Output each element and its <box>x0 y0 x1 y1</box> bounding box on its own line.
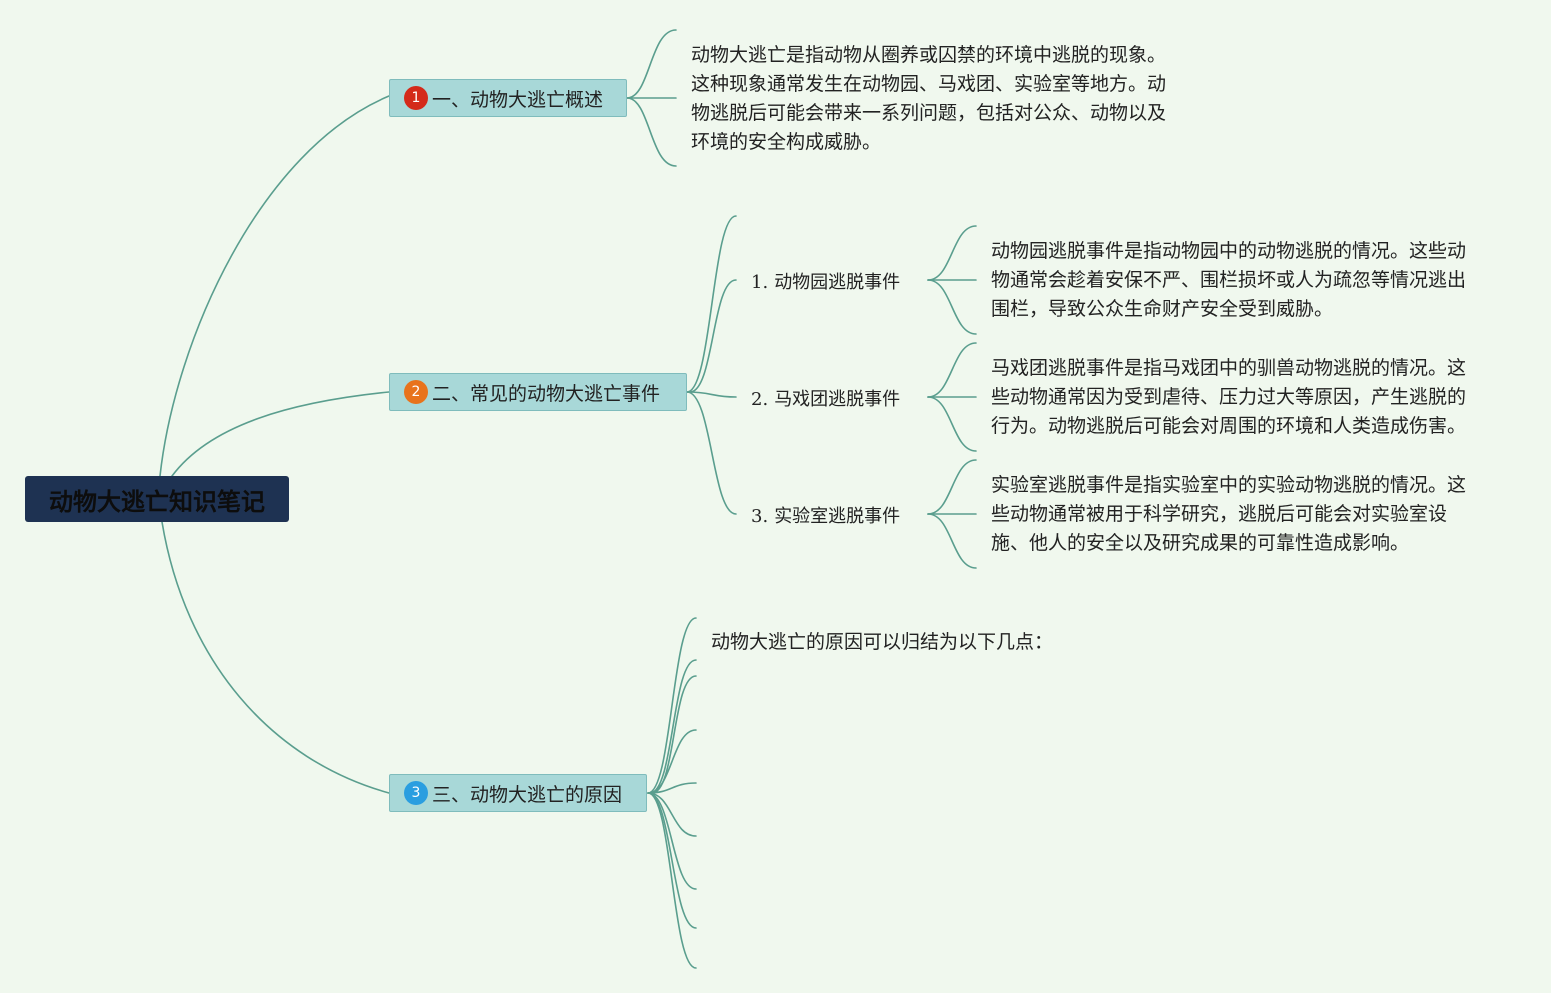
link-root-branch-2 <box>171 391 390 477</box>
link-root-branch-1 <box>159 95 390 477</box>
subtopic-label: 动物园逃脱事件 <box>774 272 901 293</box>
subtopic-circus-escape[interactable]: 2.马戏团逃脱事件 <box>751 385 900 411</box>
zoo-escape-text[interactable]: 动物园逃脱事件是指动物园中的动物逃脱的情况。这些动 物通常会趁着安保不严、围栏损… <box>991 237 1466 324</box>
subtopic-number: 1. <box>751 272 769 293</box>
link-branch-3-item <box>647 792 697 837</box>
branch-label: 二、常见的动物大逃亡事件 <box>432 382 661 405</box>
text-line: 施、他人的安全以及研究成果的可靠性造成影响。 <box>991 532 1410 554</box>
priority-1-icon: 1 <box>404 86 428 110</box>
text-line: 些动物通常被用于科学研究，逃脱后可能会对实验室设 <box>991 503 1448 525</box>
text-line: 动物大逃亡是指动物从圈养或囚禁的环境中逃脱的现象。 <box>691 44 1167 66</box>
link-branch-2-sub-1 <box>686 215 737 393</box>
text-line: 实验室逃脱事件是指实验室中的实验动物逃脱的情况。这 <box>991 474 1467 496</box>
subtopic-lab-escape[interactable]: 3.实验室逃脱事件 <box>751 502 900 528</box>
link-sub-2-text <box>927 342 977 398</box>
link-sub-3-text <box>927 459 977 515</box>
link-sub-2-text <box>927 396 977 452</box>
link-sub-3-text <box>927 513 977 569</box>
link-sub-1-text <box>927 225 977 281</box>
link-branch-2-sub-3 <box>686 391 737 515</box>
text-line: 物通常会趁着安保不严、围栏损坏或人为疏忽等情况逃出 <box>991 269 1467 291</box>
branch-label: 一、动物大逃亡概述 <box>432 88 604 111</box>
subtopic-number: 3. <box>751 506 769 527</box>
link-branch-3-item <box>647 792 697 890</box>
lab-escape-text[interactable]: 实验室逃脱事件是指实验室中的实验动物逃脱的情况。这 些动物通常被用于科学研究，逃… <box>991 471 1466 558</box>
root-topic[interactable]: 动物大逃亡知识笔记 <box>25 476 289 522</box>
subtopic-label: 马戏团逃脱事件 <box>774 389 901 410</box>
subtopic-zoo-escape[interactable]: 1.动物园逃脱事件 <box>751 268 900 294</box>
branch-common-events[interactable]: 2 二、常见的动物大逃亡事件 <box>389 373 687 411</box>
text-line: 围栏，导致公众生命财产安全受到威胁。 <box>991 298 1334 320</box>
subtopic-label: 实验室逃脱事件 <box>774 506 901 527</box>
circus-escape-text[interactable]: 马戏团逃脱事件是指马戏团中的驯兽动物逃脱的情况。这 些动物通常因为受到虐待、压力… <box>991 354 1466 441</box>
priority-3-icon: 3 <box>404 781 428 805</box>
text-line: 动物大逃亡的原因可以归结为以下几点： <box>711 631 1054 653</box>
link-branch-2-sub-1 <box>689 279 737 393</box>
text-line: 环境的安全构成威胁。 <box>691 131 882 153</box>
causes-intro-text[interactable]: 动物大逃亡的原因可以归结为以下几点： <box>711 628 1053 657</box>
text-line: 些动物通常因为受到虐待、压力过大等原因，产生逃脱的 <box>991 386 1467 408</box>
branch-label: 三、动物大逃亡的原因 <box>432 783 623 806</box>
link-branch-3-item <box>647 729 697 794</box>
text-line: 这种现象通常发生在动物园、马戏团、实验室等地方。动 <box>691 73 1167 95</box>
text-line: 马戏团逃脱事件是指马戏团中的驯兽动物逃脱的情况。这 <box>991 357 1467 379</box>
link-branch-1-text <box>626 29 677 99</box>
overview-text[interactable]: 动物大逃亡是指动物从圈养或囚禁的环境中逃脱的现象。 这种现象通常发生在动物园、马… <box>691 41 1166 157</box>
link-branch-3-item <box>649 659 697 794</box>
link-branch-2-sub-2 <box>686 391 737 398</box>
text-line: 物逃脱后可能会带来一系列问题，包括对公众、动物以及 <box>691 102 1167 124</box>
root-title: 动物大逃亡知识笔记 <box>49 487 265 516</box>
link-branch-3-item <box>647 782 697 794</box>
link-branch-3-item <box>647 617 697 794</box>
link-root-branch-3 <box>161 521 390 794</box>
link-branch-1-text <box>626 97 677 167</box>
branch-causes[interactable]: 3 三、动物大逃亡的原因 <box>389 774 647 812</box>
priority-2-icon: 2 <box>404 380 428 404</box>
link-sub-1-text <box>927 279 977 335</box>
text-line: 动物园逃脱事件是指动物园中的动物逃脱的情况。这些动 <box>991 240 1467 262</box>
text-line: 行为。动物逃脱后可能会对周围的环境和人类造成伤害。 <box>991 415 1467 437</box>
subtopic-number: 2. <box>751 389 769 410</box>
branch-overview[interactable]: 1 一、动物大逃亡概述 <box>389 79 627 117</box>
link-branch-3-item <box>647 792 697 969</box>
